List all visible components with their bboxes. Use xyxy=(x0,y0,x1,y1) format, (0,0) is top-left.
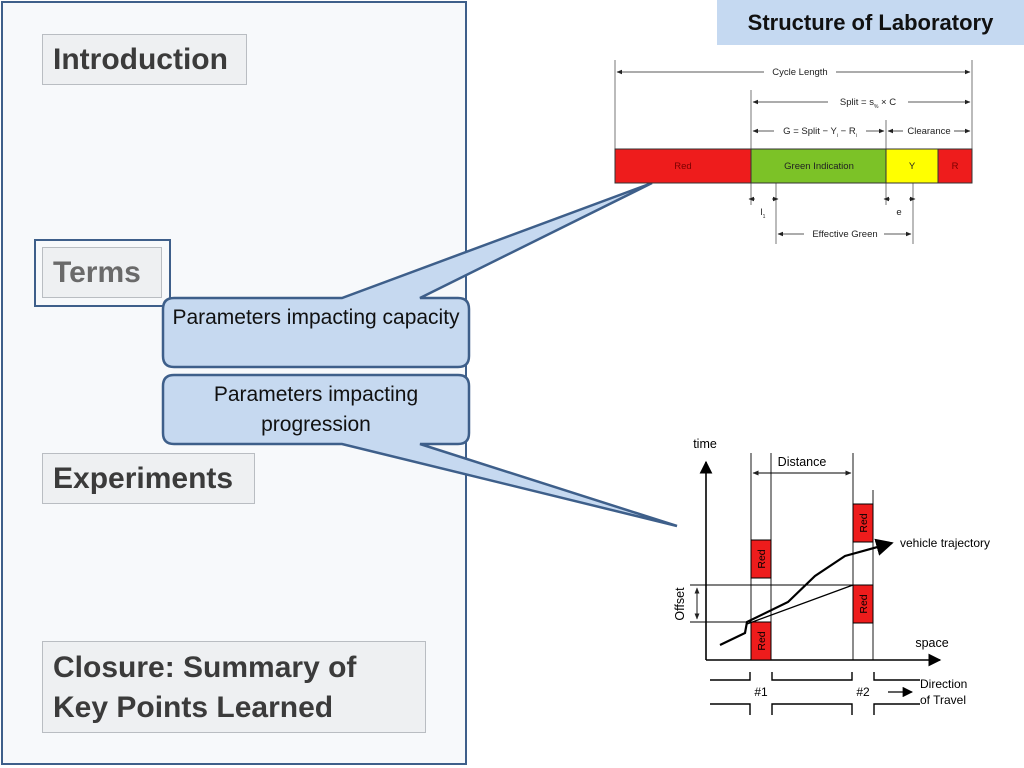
extension-label: e xyxy=(896,207,901,218)
split-label: Split = s% × C xyxy=(840,97,896,110)
red-short-label: R xyxy=(952,161,959,172)
lab-structure-title: Structure of Laboratory xyxy=(717,0,1024,45)
experiments-label: Experiments xyxy=(53,461,234,495)
intersection-1-label: #1 xyxy=(754,685,768,699)
green-formula-label: G = Split − Yi − Ri xyxy=(783,126,857,139)
lab-structure-title-text: Structure of Laboratory xyxy=(747,9,994,35)
red-label-2-upper: Red xyxy=(858,513,870,532)
closure-item[interactable]: Closure: Summary of Key Points Learned xyxy=(42,641,426,733)
introduction-label: Introduction xyxy=(53,42,228,76)
red-block-1-lower xyxy=(750,621,772,661)
progression-callout-text: Parameters impacting progression xyxy=(213,383,419,436)
terms-selection-outline xyxy=(34,239,171,307)
cycle-length-label: Cycle Length xyxy=(772,67,827,78)
clearance-label: Clearance xyxy=(907,126,950,137)
closure-label: Closure: Summary of Key Points Learned xyxy=(53,651,357,724)
red-bar-label: Red xyxy=(674,161,691,172)
terms-item[interactable]: Terms xyxy=(42,247,162,298)
capacity-callout-text: Parameters impacting capacity xyxy=(172,306,460,329)
lost-time-label: l1 xyxy=(761,207,766,220)
time-axis-label: time xyxy=(693,437,717,451)
red-block-2-lower xyxy=(852,584,874,624)
terms-label: Terms xyxy=(53,255,141,289)
vehicle-trajectory-label: vehicle trajectory xyxy=(900,536,990,550)
capacity-callout-shape xyxy=(161,181,653,369)
space-axis-label: space xyxy=(915,636,948,650)
intersection-2-label: #2 xyxy=(856,685,870,699)
red-label-1-upper: Red xyxy=(756,549,768,568)
vehicle-trajectory-line xyxy=(719,538,894,646)
direction-label-line1: Direction xyxy=(920,677,967,691)
red-phase-bar xyxy=(614,148,752,184)
yellow-bar-label: Y xyxy=(909,161,916,172)
effective-green-label: Effective Green xyxy=(812,229,877,240)
progression-callout-shape xyxy=(161,373,678,528)
red-label-2-lower: Red xyxy=(858,594,870,613)
green-bar-label: Green Indication xyxy=(784,161,854,172)
red-label-1-lower: Red xyxy=(756,631,768,650)
direction-label-line2: of Travel xyxy=(920,693,966,707)
green-band-line xyxy=(746,584,854,625)
yellow-phase-bar xyxy=(885,148,939,184)
experiments-item[interactable]: Experiments xyxy=(42,453,255,504)
offset-label: Offset xyxy=(673,587,687,621)
distance-label: Distance xyxy=(778,455,827,469)
green-phase-bar xyxy=(750,148,887,184)
introduction-item[interactable]: Introduction xyxy=(42,34,247,85)
red-clearance-bar xyxy=(937,148,973,184)
red-block-2-upper xyxy=(852,503,874,543)
red-block-1-upper xyxy=(750,539,772,579)
